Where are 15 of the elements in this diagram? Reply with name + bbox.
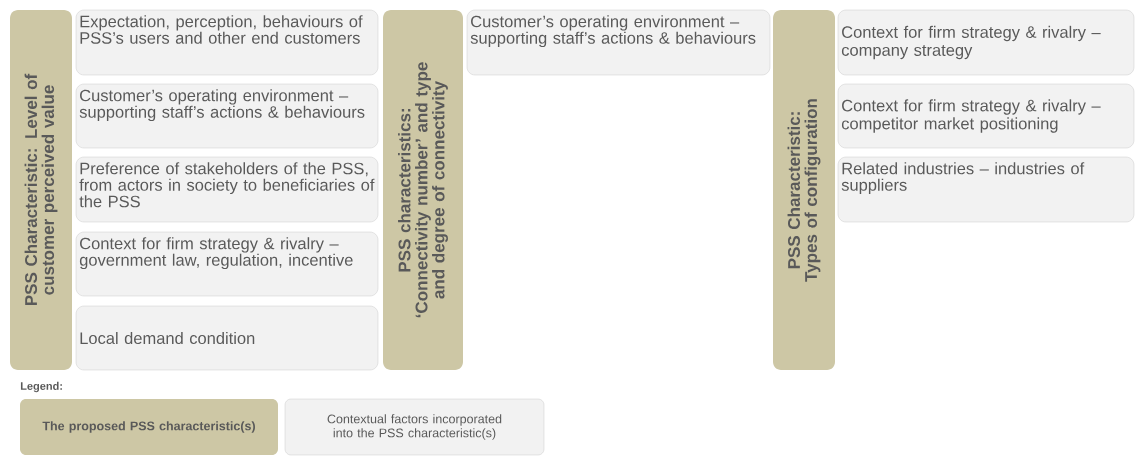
factor-box: Context for firm strategy & rivalry – government law, regulation, incentive [75,231,379,297]
factor-box: Customer’s operating environment – supporting staff’s actions & behaviours [75,83,379,149]
legend-entry: Contextual factors incorporated into the PSS characteristic(s) [284,398,545,456]
factor-box: Preference of stakeholders of the PSS, from actors in society to beneficiaries of the PSS [75,156,379,223]
legend-entry: The proposed PSS characteristic(s) [20,399,278,455]
characteristic-band: PSS Characteristic: Level of customer perceived value [10,10,72,370]
factor-box: Expectation, perception, behaviours of PSS’s users and other end customers [75,9,379,76]
factor-box: Customer’s operating environment – supporting staff’s actions & behaviours [466,9,771,76]
legend-heading: Legend: [20,381,62,393]
factor-box: Context for firm strategy & rivalry – competitor market positioning [837,83,1135,149]
characteristic-band: PSS characteristics: ‘Connectivity number’ and type and degree of connectivity [383,10,463,370]
factor-box: Local demand condition [75,305,379,371]
characteristic-band: PSS Characteristic: Types of configuration [773,10,835,370]
factor-box: Related industries – industries of suppliers [837,156,1135,223]
factor-box: Context for firm strategy & rivalry – company strategy [837,9,1135,76]
